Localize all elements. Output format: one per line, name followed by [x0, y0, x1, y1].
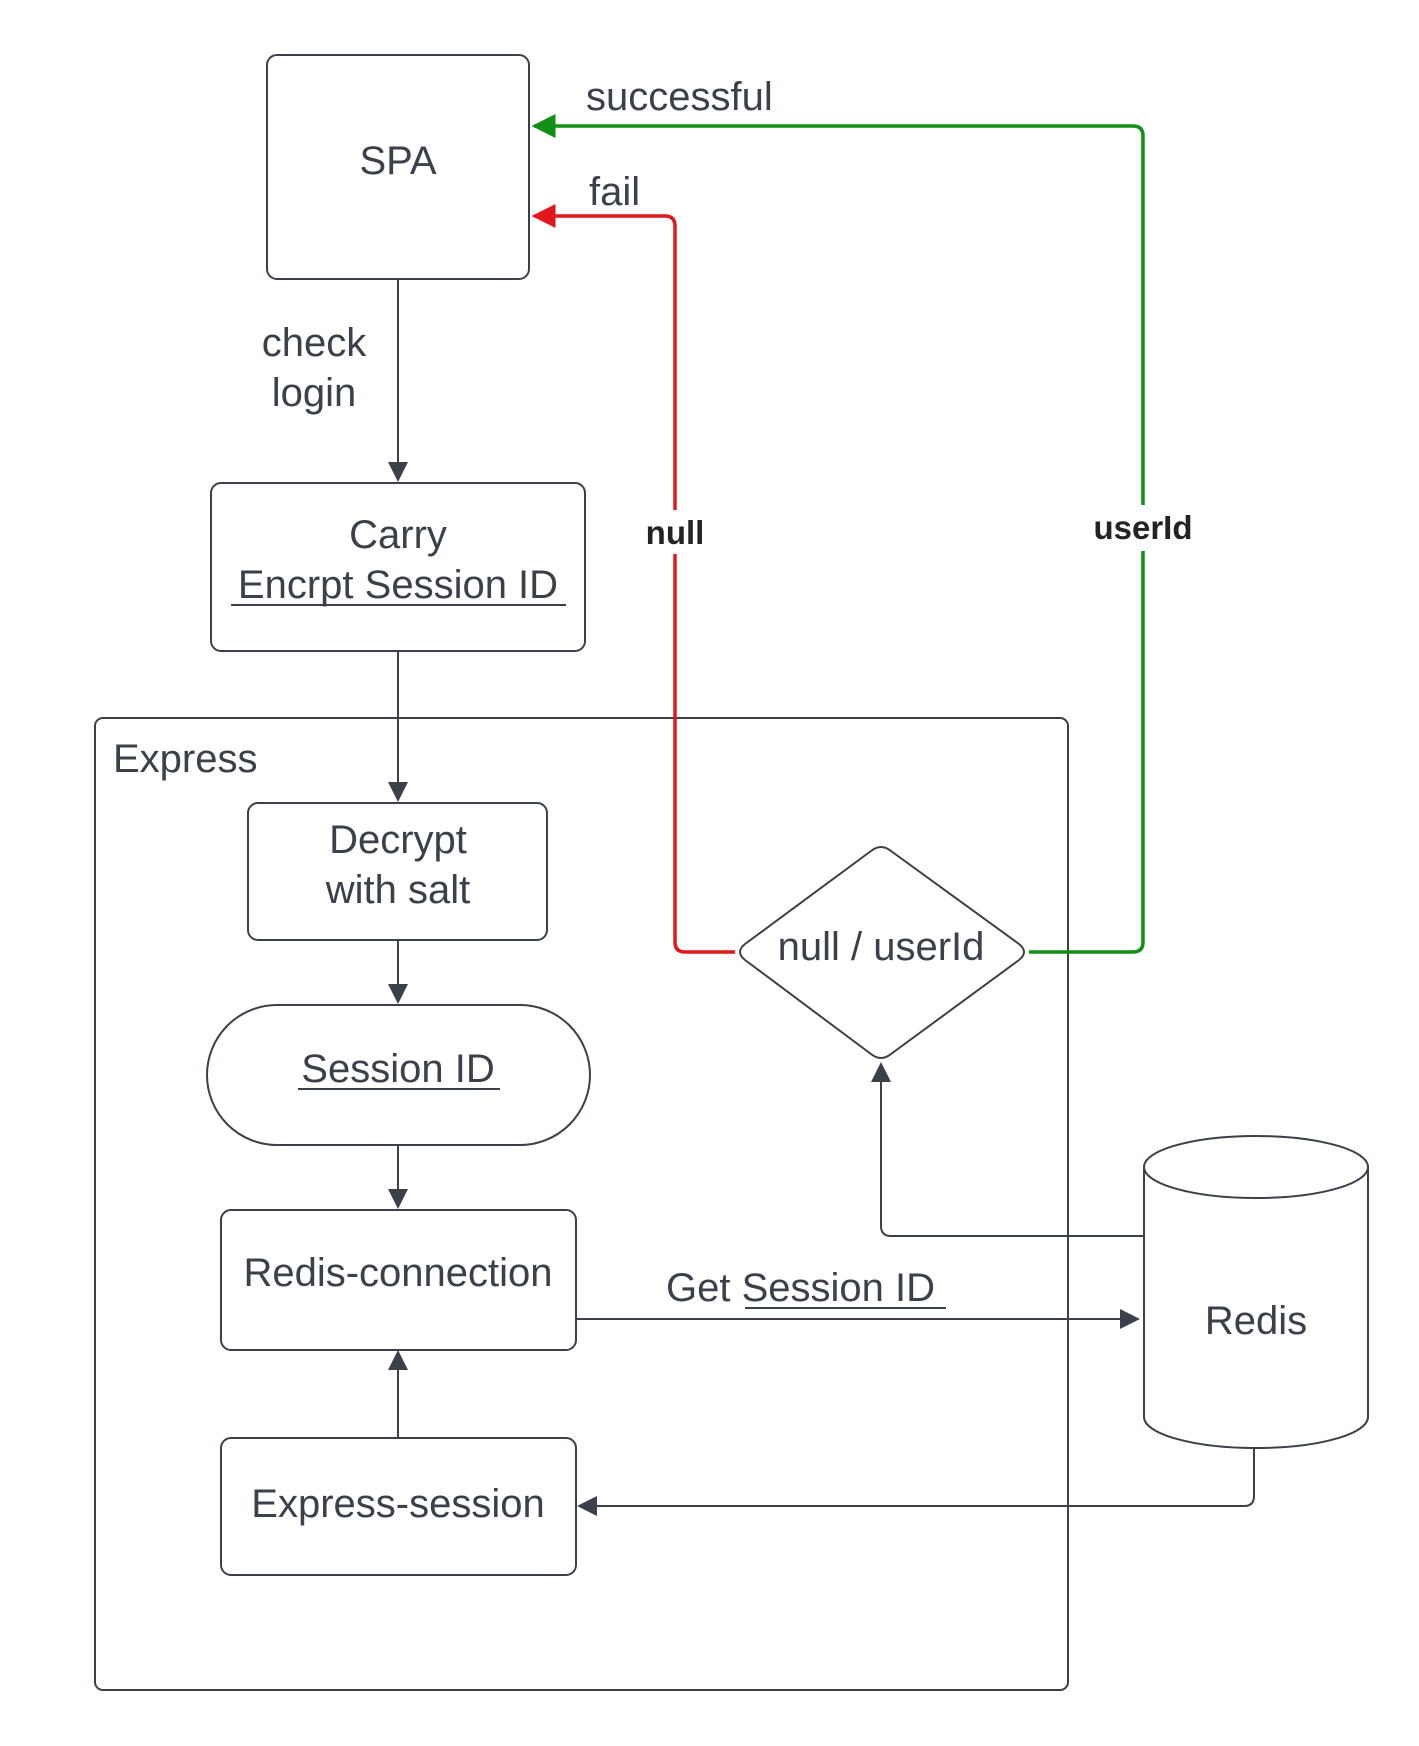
redis-connection-node: Redis-connection	[220, 1209, 577, 1351]
carry-session-node: Carry Encrpt Session ID	[210, 482, 586, 652]
null-label-bg	[641, 510, 709, 554]
edge-redis-to-decision	[871, 1062, 1144, 1237]
userid-edge-label: userId	[1093, 509, 1192, 546]
session-id-node: Session ID	[206, 1004, 591, 1146]
decrypt-node: Decrypt with salt	[247, 802, 548, 941]
carry-label: Carry	[349, 513, 447, 557]
edge-redis-express-session	[577, 1430, 1264, 1516]
userid-label-bg	[1088, 505, 1198, 551]
spa-node: SPA	[266, 54, 530, 280]
decision-label: null / userId	[778, 925, 985, 969]
redis-label: Redis	[1205, 1299, 1307, 1343]
successful-label: successful	[586, 75, 773, 119]
encrypt-session-id-label: Encrpt Session ID	[238, 563, 558, 607]
get-session-id-label: Get Session ID	[666, 1266, 935, 1310]
redis-node: Redis	[1143, 1135, 1369, 1449]
fail-label: fail	[589, 170, 640, 214]
redis-connection-label: Redis-connection	[243, 1251, 552, 1295]
spa-label: SPA	[359, 139, 436, 183]
null-edge-label: null	[646, 514, 705, 551]
express-session-node: Express-session	[220, 1437, 577, 1576]
express-container-label: Express	[113, 737, 258, 781]
edge-fail-null	[531, 204, 735, 954]
session-id-label: Session ID	[301, 1047, 494, 1091]
check-login-label-line2: login	[272, 371, 357, 415]
express-session-label: Express-session	[251, 1482, 544, 1526]
decrypt-label-line1: Decrypt	[329, 818, 467, 862]
decrypt-label-line2: with salt	[325, 868, 471, 912]
check-login-label-line1: check	[262, 321, 367, 365]
decision-node: null / userId	[739, 846, 1025, 1059]
